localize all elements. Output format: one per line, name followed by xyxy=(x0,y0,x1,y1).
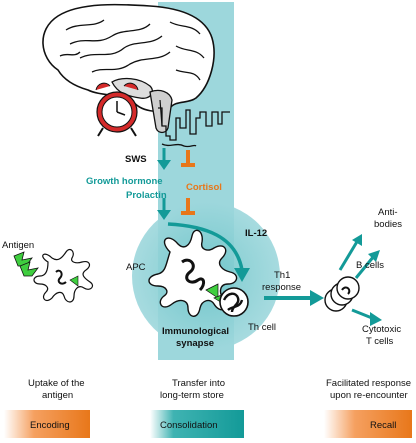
stage-recall-desc2: upon re-encounter xyxy=(330,390,408,401)
hormone-arrow xyxy=(157,198,171,220)
th-cell-label: Th cell xyxy=(248,322,276,333)
sws-label: SWS xyxy=(125,154,147,165)
antibodies-label-line2: bodies xyxy=(374,219,402,230)
hypnogram-icon xyxy=(158,107,230,148)
stage-recall-desc1: Facilitated response xyxy=(326,378,411,389)
antigen-label: Antigen xyxy=(2,240,34,251)
stage-consolidation-desc2: long-term store xyxy=(160,390,224,401)
cortisol-label: Cortisol xyxy=(186,182,222,193)
synapse-label-line2: synapse xyxy=(176,338,214,349)
brain-icon xyxy=(42,3,215,134)
cortisol-inhibit-arrow-top xyxy=(181,150,195,167)
antigen-icon xyxy=(13,251,39,277)
antibodies-label-line1: Anti- xyxy=(378,207,398,218)
th1-response-arrow xyxy=(264,290,324,306)
stage-consolidation-pill xyxy=(150,410,244,438)
apc-label: APC xyxy=(126,262,146,273)
recall-arrows xyxy=(338,234,382,326)
apc-small-icon xyxy=(33,248,94,303)
stage-consolidation-label: Consolidation xyxy=(160,420,218,431)
cytotoxic-label-line1: Cytotoxic xyxy=(362,324,401,335)
stage-encoding-label: Encoding xyxy=(30,420,70,431)
prolactin-label: Prolactin xyxy=(126,190,167,201)
stage-recall-label: Recall xyxy=(370,420,396,431)
stage-encoding-desc1: Uptake of the xyxy=(28,378,85,389)
sws-arrow xyxy=(157,148,171,170)
il12-arrow xyxy=(167,222,250,282)
stage-encoding-pill xyxy=(4,410,90,438)
apc-cell-icon xyxy=(148,229,238,317)
growth-hormone-label: Growth hormone xyxy=(86,176,163,187)
alarm-clock-icon xyxy=(95,82,139,137)
th-cell-icon xyxy=(219,287,249,317)
cortisol-inhibit-arrow-bottom xyxy=(181,198,195,215)
b-cell-icon xyxy=(324,276,360,312)
cytotoxic-label-line2: T cells xyxy=(366,336,394,347)
il12-label: IL-12 xyxy=(245,228,267,239)
stage-recall-pill xyxy=(324,410,412,438)
th1-label-line2: response xyxy=(262,282,301,293)
stage-encoding-desc2: antigen xyxy=(42,390,73,401)
synapse-label-line1: Immunological xyxy=(162,326,229,337)
stage-consolidation-desc1: Transfer into xyxy=(172,378,225,389)
b-cells-label: B cells xyxy=(356,260,384,271)
th1-label-line1: Th1 xyxy=(274,270,290,281)
